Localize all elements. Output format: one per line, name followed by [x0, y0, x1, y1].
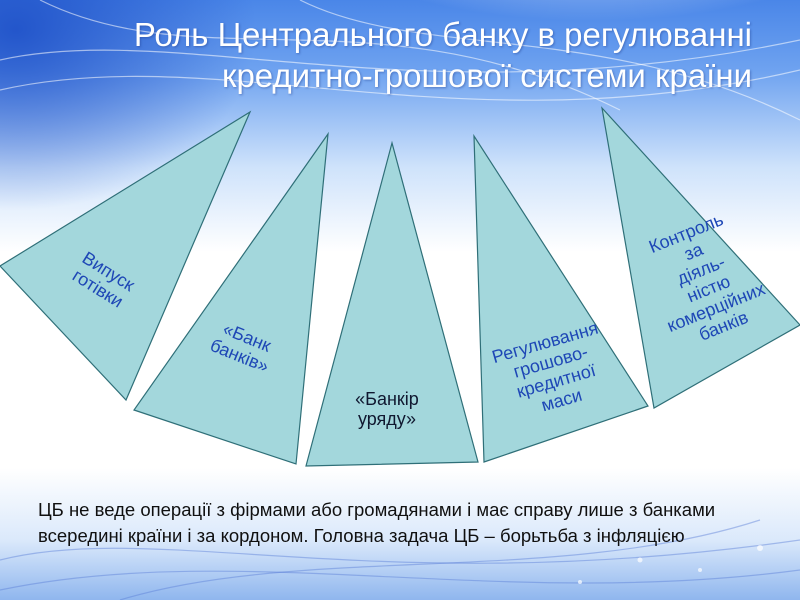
triangle-shape	[473, 133, 649, 463]
function-label-line: уряду»	[358, 409, 416, 429]
function-triangle-2: «Банкбанків»	[133, 131, 329, 465]
note-line-1: ЦБ не веде операції з фірмами або громад…	[38, 499, 716, 520]
function-triangle-5: Контрользадіяль-ністюкомерційнихбанків	[601, 106, 800, 409]
triangle-shape	[0, 110, 252, 402]
note-line-2: всередині країни і за кордоном. Головна …	[38, 525, 685, 546]
triangle-shape	[601, 106, 800, 409]
function-triangle-1: Випускготівки	[0, 110, 252, 402]
triangle-shape	[133, 131, 329, 465]
triangle-shape	[305, 140, 479, 467]
slide-title: Роль Центрального банку в регулюванні кр…	[52, 14, 752, 96]
summary-note: ЦБ не веде операції з фірмами або громад…	[38, 497, 778, 549]
function-triangle-4: Регулюваннягрошово-кредитноїмаси	[473, 133, 649, 463]
title-line-2: кредитно-грошової системи країни	[222, 57, 752, 94]
function-label-line: «Банкір	[355, 389, 419, 409]
title-line-1: Роль Центрального банку в регулюванні	[133, 16, 752, 53]
